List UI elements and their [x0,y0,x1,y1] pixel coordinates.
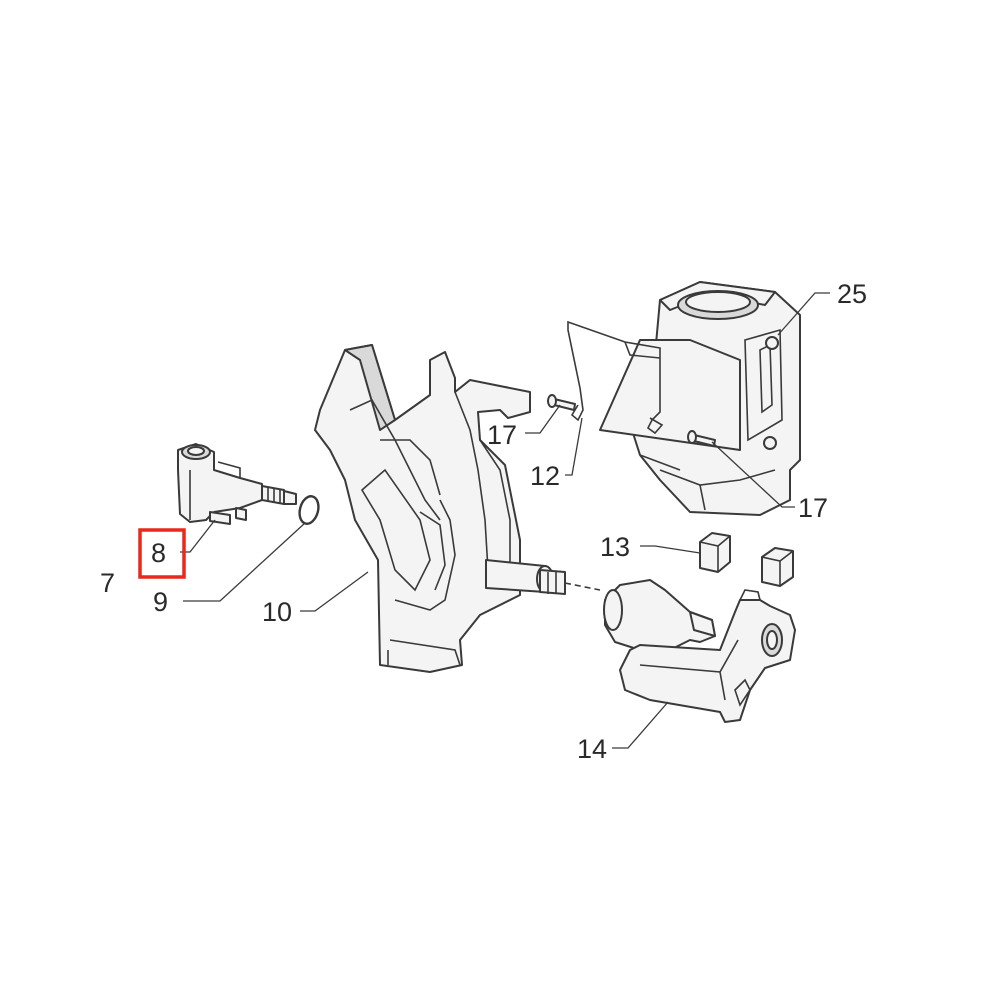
part-9-o-ring [298,495,320,525]
part-14-lever [603,579,796,723]
callout-9: 9 [153,587,168,617]
part-12-wire-clip [567,320,664,435]
leader-13 [640,545,701,554]
leader-17-right [711,441,795,508]
part-17-screw-top [547,394,576,411]
part-10-frame [314,344,601,673]
leader-10 [300,571,369,612]
callout-13: 13 [600,532,630,562]
leader-14 [612,701,669,749]
part-8-valve [177,443,297,525]
callout-17-right: 17 [798,493,828,523]
leader-12 [565,417,583,476]
highlight-box [138,528,186,579]
leader-9 [183,522,306,602]
part-13-nut-left [699,532,731,573]
callout-14: 14 [577,734,607,764]
callout-25: 25 [837,279,867,309]
leader-25 [777,292,830,336]
callout-8: 8 [151,538,166,568]
part-17-screw-right [687,430,716,447]
part-25-housing [599,281,801,516]
leader-17-top [525,404,561,434]
part-13-nut-right [761,547,794,587]
callout-10: 10 [262,597,292,627]
callout-12: 12 [530,461,560,491]
callout-17-top: 17 [487,420,517,450]
callout-7: 7 [100,568,115,598]
